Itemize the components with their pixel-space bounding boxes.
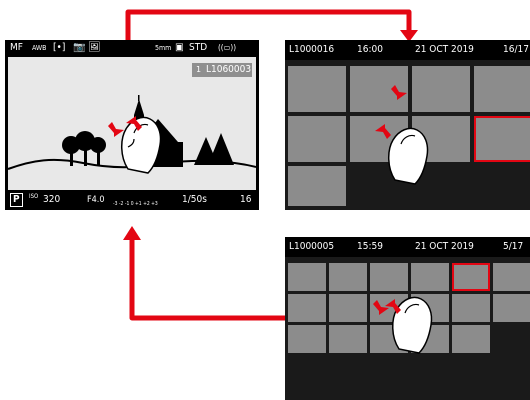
thumbnail[interactable] [452,294,490,322]
film-style: STD [189,42,208,53]
shot-count: 16 [240,194,252,205]
shutter-value: 1/50s [182,194,207,205]
scene-illustration [8,95,256,174]
gesture-overlay-30 [373,296,433,354]
time: 15:59 [357,241,383,252]
file-name: L1000005 [289,241,335,252]
thumbnail[interactable] [288,263,326,291]
focus-mode: MF [10,42,23,53]
thumbnail[interactable] [288,116,346,162]
thumbnail[interactable] [288,294,326,322]
thumbnail[interactable] [288,166,346,206]
thumbnail[interactable] [493,263,530,291]
time: 16:00 [357,44,383,55]
thumbnail[interactable] [474,66,530,112]
wb-icon: AWB [32,44,47,52]
thumbnail[interactable] [329,263,367,291]
file-badge: 1 [196,65,202,74]
thumbnail-selected[interactable] [452,263,490,291]
file-name: L1060003 [206,64,252,75]
arrow-top-head [400,30,418,42]
gallery-12-top-bar: L1000016 16:00 21 OCT 2019 16/17 [285,40,530,60]
drive-mode-icon: 📷 [73,42,86,53]
gesture-overlay-12 [375,85,429,185]
thumbnail-selected[interactable] [474,116,530,162]
thumbnail[interactable] [350,66,408,112]
image-counter: 16/17 [503,44,529,55]
arrow-bottom [129,237,285,321]
focal-length-icon: 5mm [155,44,172,52]
iso-value: 320 [43,194,61,205]
thumbnail[interactable] [288,66,346,112]
iso-label: ISO [29,193,39,200]
pinch-gesture-hand [121,116,162,174]
pinch-arrows-icon [108,116,142,137]
arrow-bottom-head [123,226,141,240]
arrow-top [125,9,412,40]
gallery-30-top-bar: L1000005 15:59 21 OCT 2019 5/17 [285,237,530,257]
date: 21 OCT 2019 [415,241,474,252]
live-view-screen: MF AWB [•] 📷 🖼 5mm ▣ STD ((▭)) 1 L106000… [5,40,259,210]
pine-trees [194,133,234,165]
thumbnail[interactable] [288,325,326,353]
thumbnail[interactable] [329,325,367,353]
date: 21 OCT 2019 [415,44,474,55]
stabilization-icon: ((▭)) [218,43,237,52]
thumbnail[interactable] [329,294,367,322]
metering-icon: [•] [53,42,66,53]
ev-scale: -3 -2 -1 0 +1 +2 +3 [113,201,158,207]
live-view-area: 1 L1060003 [8,57,256,190]
thumbnail[interactable] [493,294,530,322]
thumbnail[interactable] [411,263,449,291]
thumbnail[interactable] [370,263,408,291]
format-icon: 🖼 [88,42,101,53]
thumbnail[interactable] [452,325,490,353]
aperture-value: F4.0 [87,195,105,205]
tree-group-left [62,131,106,166]
file-name: L1000016 [289,44,335,55]
gallery-30-screen: L1000005 15:59 21 OCT 2019 5/17 [285,237,530,400]
gallery-12-screen: L1000016 16:00 21 OCT 2019 16/17 [285,40,530,210]
live-view-bottom-bar: P ISO 320 F4.0 -3 -2 -1 0 +1 +2 +3 1/50s… [5,190,259,210]
image-counter: 5/17 [503,241,524,252]
card-icon: ▣ [175,42,184,53]
thumbnail[interactable] [412,66,470,112]
live-view-top-bar: MF AWB [•] 📷 🖼 5mm ▣ STD ((▭)) [5,40,259,56]
exposure-mode: P [10,193,23,207]
file-info-box: 1 L1060003 [192,63,252,77]
